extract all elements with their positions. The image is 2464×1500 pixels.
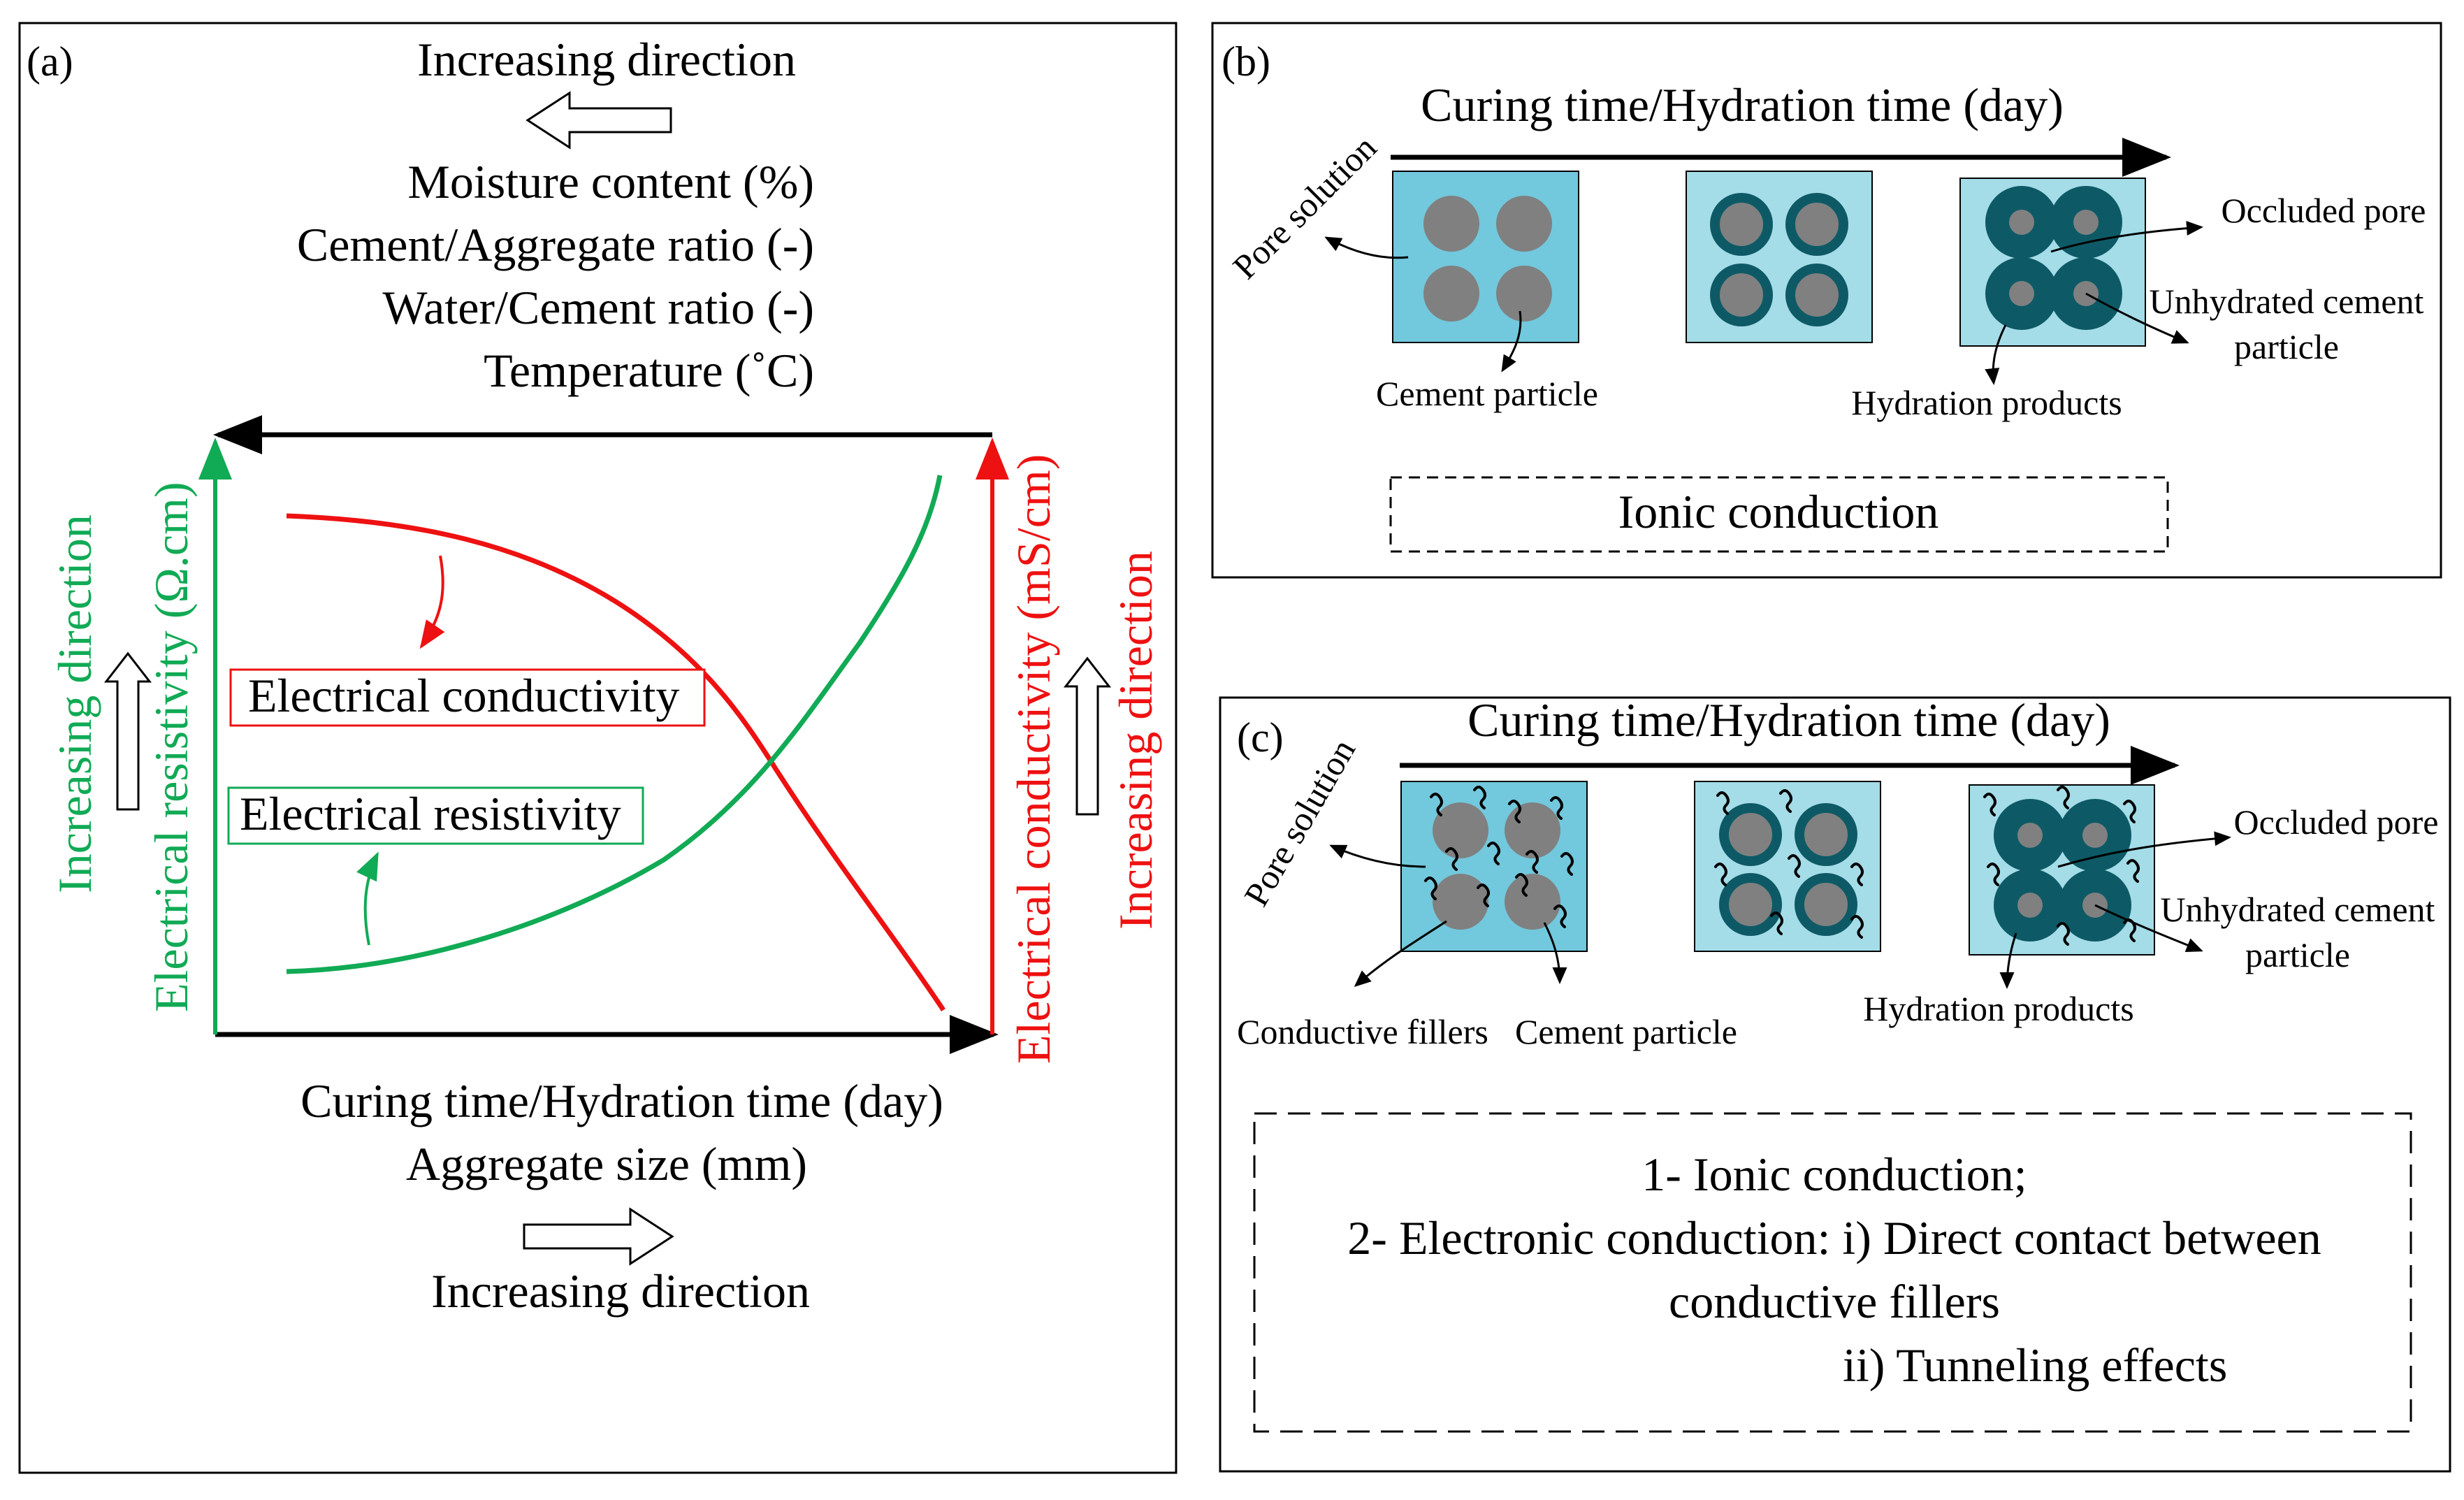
panel-c-hydration-products: Hydration products — [1863, 989, 2133, 1028]
panel-b-box-early — [1392, 171, 1579, 343]
panel-c-cement-pointer — [1543, 922, 1567, 984]
panel-b-occluded-pointer — [2050, 221, 2203, 253]
panel-b-hydration-pointer — [1985, 324, 2007, 385]
panel-c-hydrating-particle — [1719, 803, 1782, 866]
panel-b-particle — [1423, 266, 1479, 322]
panel-b-particle — [1423, 196, 1479, 252]
panel-b-unhydrated-core — [2009, 281, 2034, 306]
panel-a: (a) Increasing direction Moisture conten… — [18, 22, 1177, 1474]
panel-b-label: (b) — [1222, 38, 1270, 85]
panel-b-pore-solution: Pore solution — [1225, 128, 1384, 287]
resistivity-legend-text: Electrical resistivity — [240, 787, 621, 840]
top-direction-label: Increasing direction — [417, 33, 796, 86]
panel-b-unhydrated-core — [2009, 210, 2034, 235]
panel-b-hydrating-particle — [1710, 264, 1773, 326]
panel-c-cement-particle: Cement particle — [1515, 1012, 1737, 1051]
conductivity-curve — [286, 513, 945, 1011]
panel-c-frame — [1219, 696, 2451, 1473]
resistivity-pointer — [356, 851, 379, 946]
panel-b-particle — [1496, 196, 1552, 252]
panel-c-hydrating-particle — [1719, 873, 1782, 936]
right-direction-label: Increasing direction — [1109, 551, 1162, 930]
bottom-factor-curing: Curing time/Hydration time (day) — [300, 1074, 943, 1127]
factor-cement-aggregate: Cement/Aggregate ratio (-) — [297, 218, 814, 271]
factor-moisture: Moisture content (%) — [407, 155, 814, 208]
factor-water-cement: Water/Cement ratio (-) — [382, 281, 814, 334]
panel-b-hydration-products: Hydration products — [1851, 383, 2122, 422]
panel-c-hydrating-particle — [1795, 873, 1857, 936]
panel-c-unhydrated-core — [2082, 823, 2108, 848]
panel-c-particle — [1433, 874, 1488, 930]
panel-b-hydrating-particle — [1785, 264, 1848, 326]
panel-b-box-mid — [1686, 171, 1873, 343]
panel-a-frame — [18, 22, 1177, 1474]
panel-b-box-late — [1959, 178, 2146, 347]
panel-b-conduction-box — [1389, 476, 2169, 553]
bottom-factor-aggregate: Aggregate size (mm) — [406, 1137, 807, 1190]
hollow-left-arrow — [526, 91, 672, 150]
conductivity-legend-box — [229, 668, 706, 727]
panel-b-time-axis-label: Curing time/Hydration time (day) — [1421, 78, 2064, 131]
panel-c-particle — [1433, 802, 1488, 858]
panel-c-time-axis-label: Curing time/Hydration time (day) — [1467, 693, 2110, 747]
panel-b: (b) Curing time/Hydration time (day) Por… — [1211, 22, 2442, 579]
panel-c-unhydrated-line1: Unhydrated cement — [2161, 890, 2435, 929]
panel-c-label: (c) — [1237, 714, 1284, 760]
panel-c-unhydrated-core — [2017, 823, 2043, 848]
conductivity-legend-text: Electrical conductivity — [248, 669, 679, 722]
factor-temperature: Temperature (˚C) — [484, 344, 814, 397]
panel-c-fillers-pointer — [1354, 920, 1447, 987]
right-axis-label: Electrical conductivity (mS/cm) — [1007, 454, 1060, 1064]
hollow-up-arrow-left — [103, 651, 152, 811]
panel-b-cement-particle: Cement particle — [1376, 374, 1598, 413]
mechanism-line-4: ii) Tunneling effects — [1843, 1339, 2227, 1392]
panel-c-hydration-pointer — [1999, 932, 2017, 989]
panel-c-unhydrated-line2: particle — [2245, 935, 2350, 974]
panel-b-unhydrated-core — [2073, 210, 2099, 235]
panel-b-unhydrated-line2: particle — [2234, 327, 2339, 366]
panel-c-occluded-pointer — [2057, 831, 2231, 868]
panel-c-mechanism-box — [1253, 1112, 2412, 1433]
panel-c-occluded-pore: Occluded pore — [2234, 802, 2439, 842]
mechanism-line-3: conductive fillers — [1669, 1275, 2000, 1328]
panel-a-label: (a) — [27, 38, 73, 85]
panel-b-unhydrated-pointer — [2085, 292, 2189, 344]
conductivity-pointer — [419, 555, 445, 649]
resistivity-curve — [286, 475, 943, 974]
panel-b-ionic-conduction: Ionic conduction — [1618, 485, 1939, 538]
panel-c-hydrating-particle — [1795, 803, 1857, 866]
mechanism-line-1: 1- Ionic conduction; — [1642, 1148, 2027, 1201]
panel-b-hydrating-particle — [1785, 193, 1848, 256]
panel-b-occluded-pore: Occluded pore — [2222, 191, 2426, 230]
hollow-up-arrow-right — [1063, 656, 1112, 816]
panel-c-particle — [1505, 874, 1560, 930]
panel-b-pore-pointer — [1324, 236, 1409, 259]
panel-b-cement-pointer — [1501, 310, 1522, 373]
panel-b-particle — [1496, 266, 1552, 322]
panel-b-hydrating-particle — [1710, 193, 1773, 256]
panel-c-pore-pointer — [1329, 844, 1426, 868]
panel-c-particle — [1505, 802, 1560, 858]
resistivity-legend-box — [227, 786, 644, 845]
panel-c-conductive-fillers: Conductive fillers — [1237, 1012, 1488, 1051]
hollow-right-arrow — [523, 1207, 674, 1266]
panel-c-unhydrated-pointer — [2094, 904, 2203, 952]
left-axis-label: Electrical resistivity (Ω.cm) — [145, 482, 198, 1012]
panel-c-unhydrated-core — [2017, 893, 2043, 918]
left-direction-label: Increasing direction — [48, 514, 101, 893]
bottom-direction-label: Increasing direction — [431, 1264, 810, 1318]
panel-b-frame — [1211, 22, 2442, 579]
panel-b-unhydrated-line1: Unhydrated cement — [2150, 282, 2424, 321]
panel-c: (c) Curing time/Hydration time (day) Por… — [1219, 693, 2451, 1473]
mechanism-line-2: 2- Electronic conduction: i) Direct cont… — [1347, 1211, 2321, 1264]
panel-c-box-early — [1400, 781, 1588, 952]
